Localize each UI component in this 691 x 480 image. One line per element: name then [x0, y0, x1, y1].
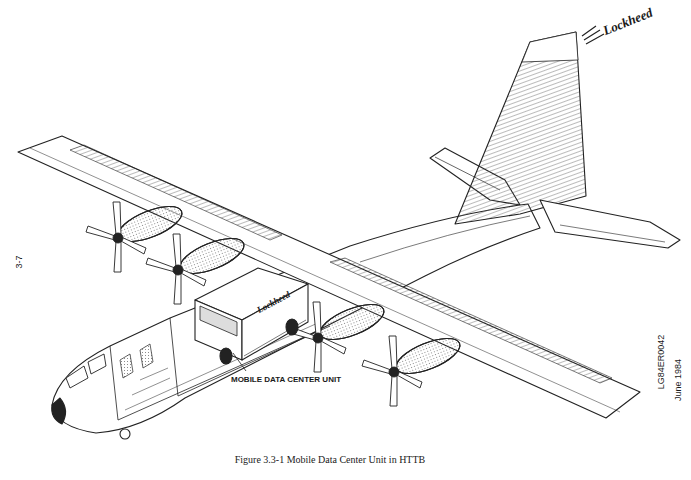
vertical-fin [455, 32, 586, 224]
nose-wheel [120, 429, 130, 439]
data-center-van [195, 268, 308, 364]
figure-caption: Figure 3.3-1 Mobile Data Center Unit in … [235, 454, 426, 465]
van-logo: Lockheed [256, 290, 292, 316]
wing-flap [70, 145, 282, 240]
document-date: June 1984 [674, 359, 684, 401]
horizontal-stabilizer [540, 200, 680, 248]
cockpit-seat [120, 344, 153, 378]
engine-nacelle [114, 199, 465, 381]
document-number: LG84ER0042 [657, 335, 667, 390]
logo-mark [582, 26, 604, 44]
page-number: 3-7 [15, 255, 25, 268]
logo-text: Lockheed [601, 6, 655, 39]
callout-label: MOBILE DATA CENTER UNIT [231, 376, 341, 385]
propeller [86, 202, 422, 406]
cockpit-window [66, 354, 106, 388]
radome [52, 398, 66, 424]
leader-line [233, 353, 246, 371]
